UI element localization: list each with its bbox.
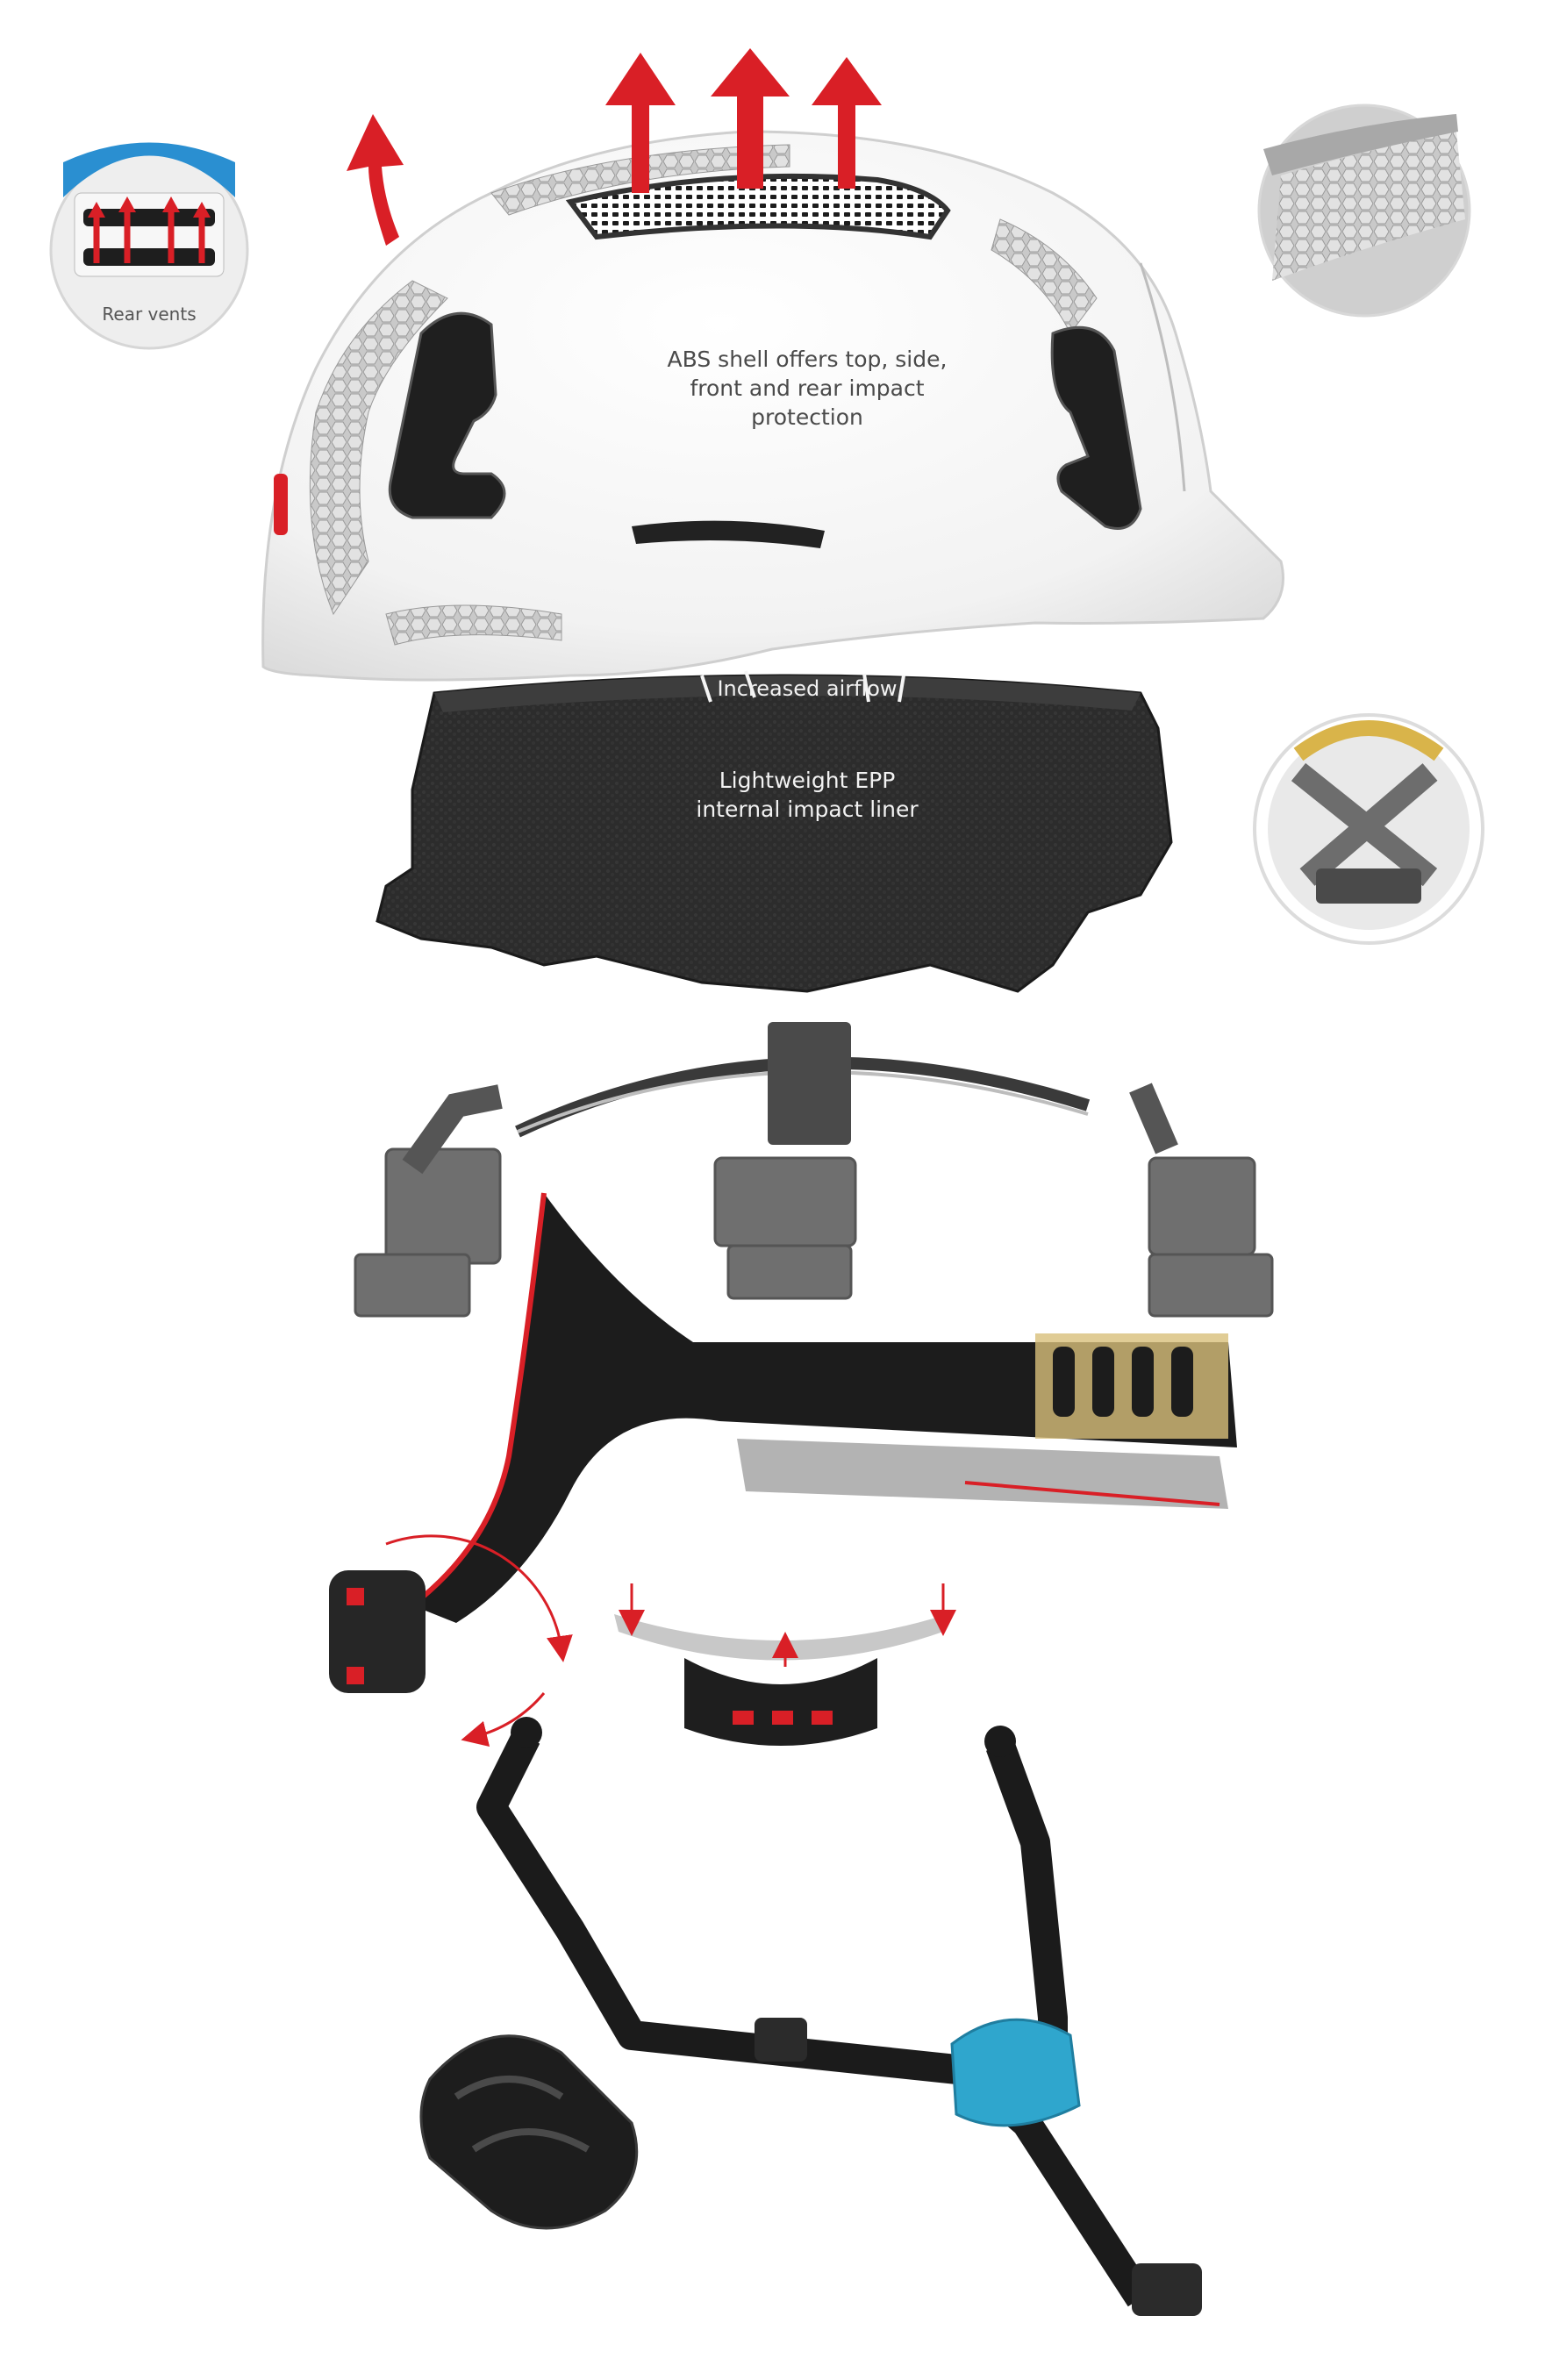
nape-cradle (614, 1583, 956, 1746)
liner-description: Lightweight EPP internal impact liner (632, 737, 983, 824)
chin-strap (476, 1717, 1202, 2316)
chin-cup (419, 2034, 639, 2230)
liner-description-text: Lightweight EPP internal impact liner (696, 768, 919, 822)
shell-description-text: ABS shell offers top, side, front and re… (667, 347, 948, 430)
reflective-detail-inset (1257, 104, 1471, 318)
rear-vents-label: Rear vents (102, 304, 197, 325)
rear-vents-inset (49, 142, 249, 350)
epp-liner (376, 670, 1173, 993)
suspension-harness (329, 1022, 1274, 1747)
helmet-shell (261, 48, 1284, 682)
airflow-arrows (347, 48, 882, 246)
shell-description: ABS shell offers top, side, front and re… (614, 316, 1000, 432)
airflow-label: Increased airflow (717, 676, 898, 701)
suspension-inside-inset (1253, 713, 1484, 945)
